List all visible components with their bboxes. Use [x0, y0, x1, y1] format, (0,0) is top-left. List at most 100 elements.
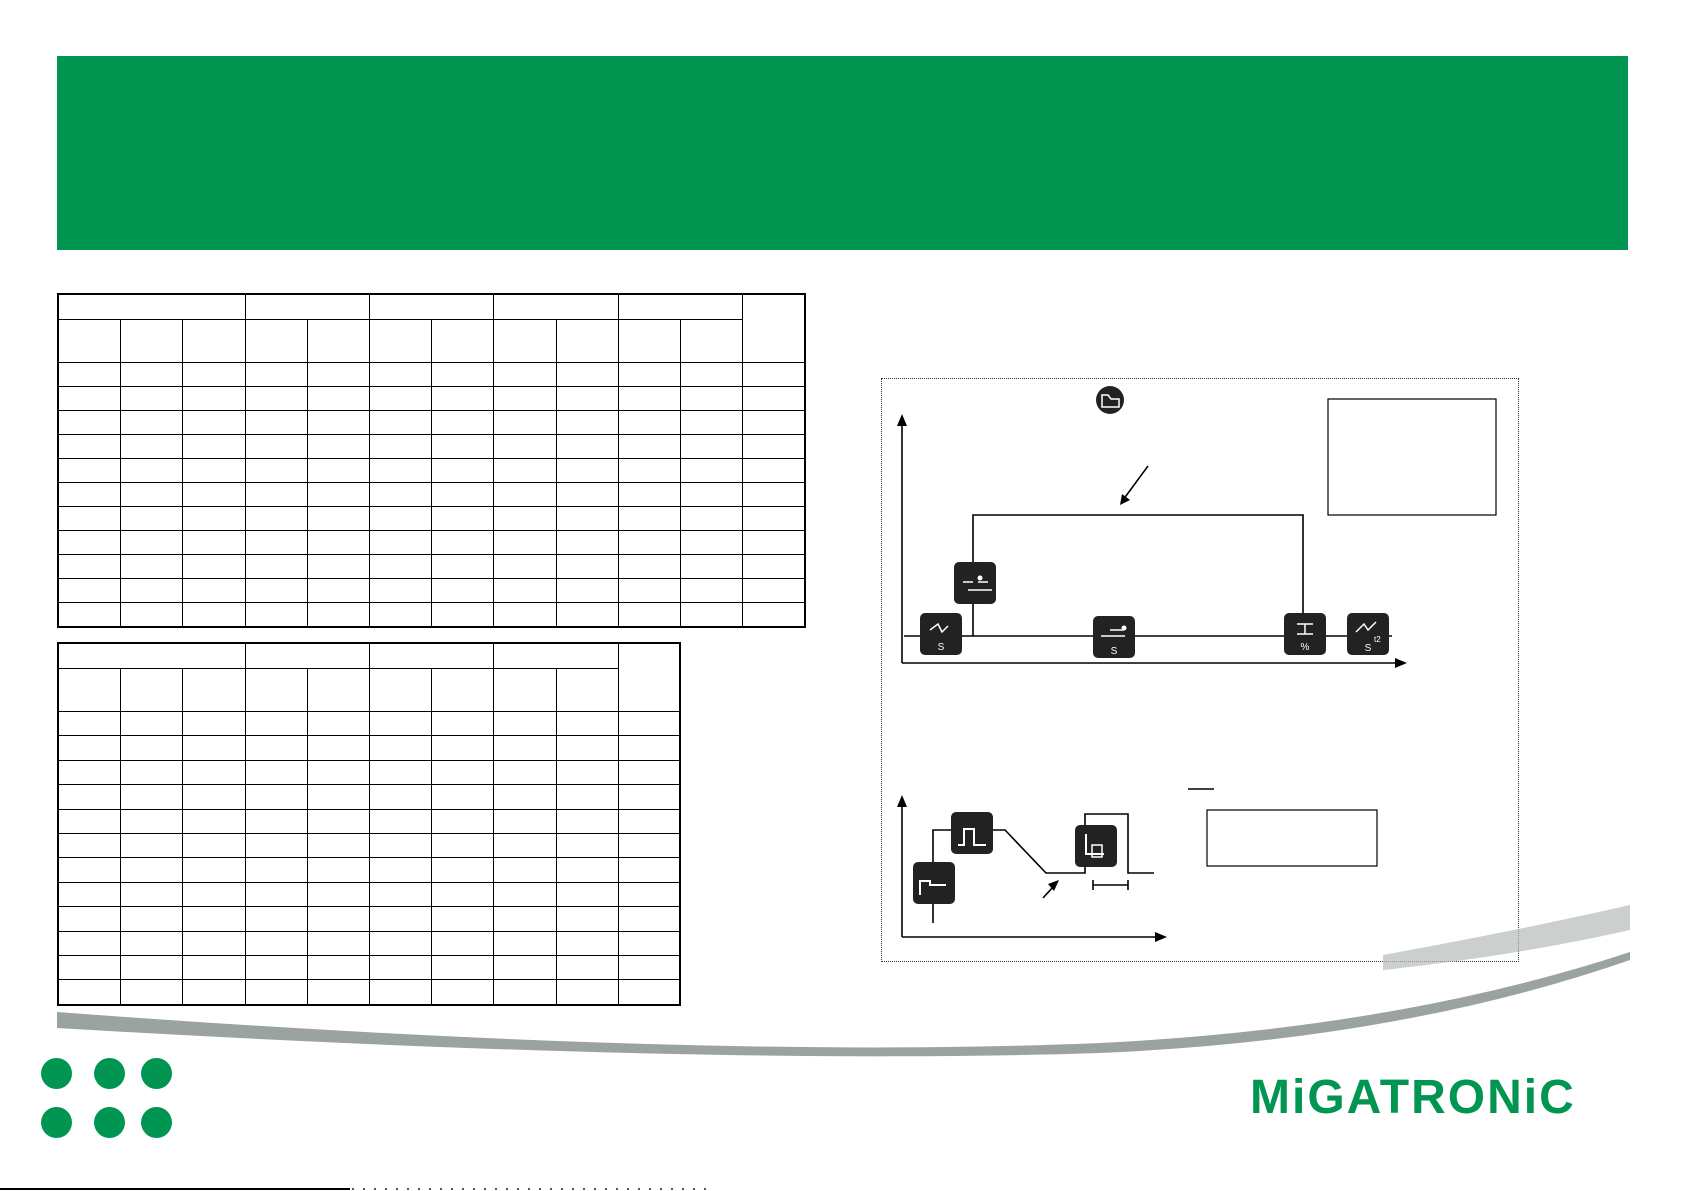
table-b-row — [57, 881, 681, 908]
table-a-cell — [181, 602, 246, 628]
table-b-col-header — [368, 668, 432, 712]
table-a-cell — [556, 410, 620, 435]
table-b-cell — [57, 735, 121, 761]
table-b-row — [57, 906, 681, 932]
table-b-cell — [119, 881, 183, 908]
table-b-last-header — [617, 642, 681, 712]
table-b-cell — [617, 954, 681, 981]
table-a-cell — [556, 458, 620, 483]
table-b-cell — [57, 710, 121, 737]
table-b-cell — [306, 954, 370, 981]
table-b-cell — [244, 832, 308, 859]
brand-dot — [94, 1107, 125, 1138]
table-a-col-header — [119, 319, 183, 363]
migatronic-logo: MiGATRONiC — [1250, 1073, 1576, 1119]
table-b-cell — [617, 784, 681, 810]
lower-info-box — [1206, 809, 1378, 867]
svg-text:%: % — [1301, 642, 1310, 653]
table-a-cell — [368, 578, 432, 603]
table-b-cell — [244, 881, 308, 908]
table-a-cell — [181, 554, 246, 579]
brand-dot — [141, 1107, 172, 1138]
table-a-cell — [742, 410, 806, 435]
table-a-cell — [244, 578, 308, 603]
header-banner — [57, 56, 1628, 250]
start-current-icon — [954, 562, 996, 604]
lower-axes — [901, 800, 1157, 938]
table-b-cell — [57, 857, 121, 883]
table-a-cell — [680, 578, 744, 603]
table-b-cell — [306, 906, 370, 932]
table-b-cell — [244, 808, 308, 834]
table-a-cell — [556, 554, 620, 579]
table-a-group-header — [244, 293, 370, 320]
settings-table-b — [57, 642, 681, 1006]
table-b-cell — [555, 954, 619, 981]
upper-axes — [901, 420, 1397, 664]
table-b-cell — [244, 784, 308, 810]
slope-down-percent-icon: % — [1284, 613, 1326, 655]
gas-preflow-icon: S — [920, 613, 962, 655]
table-b-cell — [430, 857, 494, 883]
table-b-cell — [555, 857, 619, 883]
table-b-cell — [57, 808, 121, 834]
table-a-cell — [493, 602, 558, 628]
table-a-cell — [430, 602, 495, 628]
program-memory-icon — [1096, 386, 1124, 414]
table-a-cell — [680, 530, 744, 555]
table-b-col-header — [119, 668, 183, 712]
table-b-cell — [617, 857, 681, 883]
svg-text:S: S — [1111, 646, 1118, 657]
table-b-cell — [181, 808, 246, 834]
brand-dot — [94, 1058, 125, 1089]
table-a-cell — [119, 410, 183, 435]
table-b-cell — [492, 710, 557, 737]
table-a-cell — [306, 602, 370, 628]
table-a-cell — [742, 458, 806, 483]
table-a-cell — [57, 434, 121, 459]
table-a-cell — [181, 482, 246, 507]
table-a-cell — [680, 362, 744, 387]
pulse-peak-icon — [951, 812, 993, 854]
settings-table-a — [57, 293, 806, 628]
table-b-cell — [181, 710, 246, 737]
svg-text:MiGATRONiC: MiGATRONiC — [1250, 1073, 1576, 1119]
table-a-col-header — [368, 319, 432, 363]
table-b-cell — [555, 930, 619, 956]
pulse-end-icon — [1075, 825, 1117, 867]
table-a-cell — [556, 602, 620, 628]
table-b-row — [57, 857, 681, 883]
table-a-cell — [742, 482, 806, 507]
table-b-cell — [430, 832, 494, 859]
brand-dot — [41, 1107, 72, 1138]
upper-info-box — [1327, 398, 1497, 516]
table-a-row — [57, 602, 806, 628]
table-b-cell — [119, 979, 183, 1006]
upper-x-arrow — [1395, 658, 1407, 668]
table-a-cell — [181, 506, 246, 531]
table-b-cell — [181, 906, 246, 932]
table-a-group-header — [618, 293, 744, 320]
table-a-cell — [119, 578, 183, 603]
table-a-cell — [306, 530, 370, 555]
table-b-row — [57, 808, 681, 834]
table-a-cell — [57, 410, 121, 435]
upper-y-arrow — [897, 414, 907, 426]
table-b-cell — [492, 906, 557, 932]
table-a-cell — [618, 602, 682, 628]
table-a-cell — [57, 458, 121, 483]
table-a-cell — [57, 578, 121, 603]
table-a-cell — [430, 578, 495, 603]
table-a-col-header — [306, 319, 370, 363]
lower-x-arrow — [1155, 932, 1167, 942]
table-a-cell — [430, 530, 495, 555]
table-b-row — [57, 832, 681, 859]
table-a-cell — [306, 410, 370, 435]
table-b-cell — [555, 808, 619, 834]
table-a-cell — [119, 386, 183, 411]
lower-pointer-arrowhead — [1048, 880, 1059, 891]
table-a-cell — [57, 362, 121, 387]
table-b-col-header — [306, 668, 370, 712]
table-b-cell — [430, 784, 494, 810]
